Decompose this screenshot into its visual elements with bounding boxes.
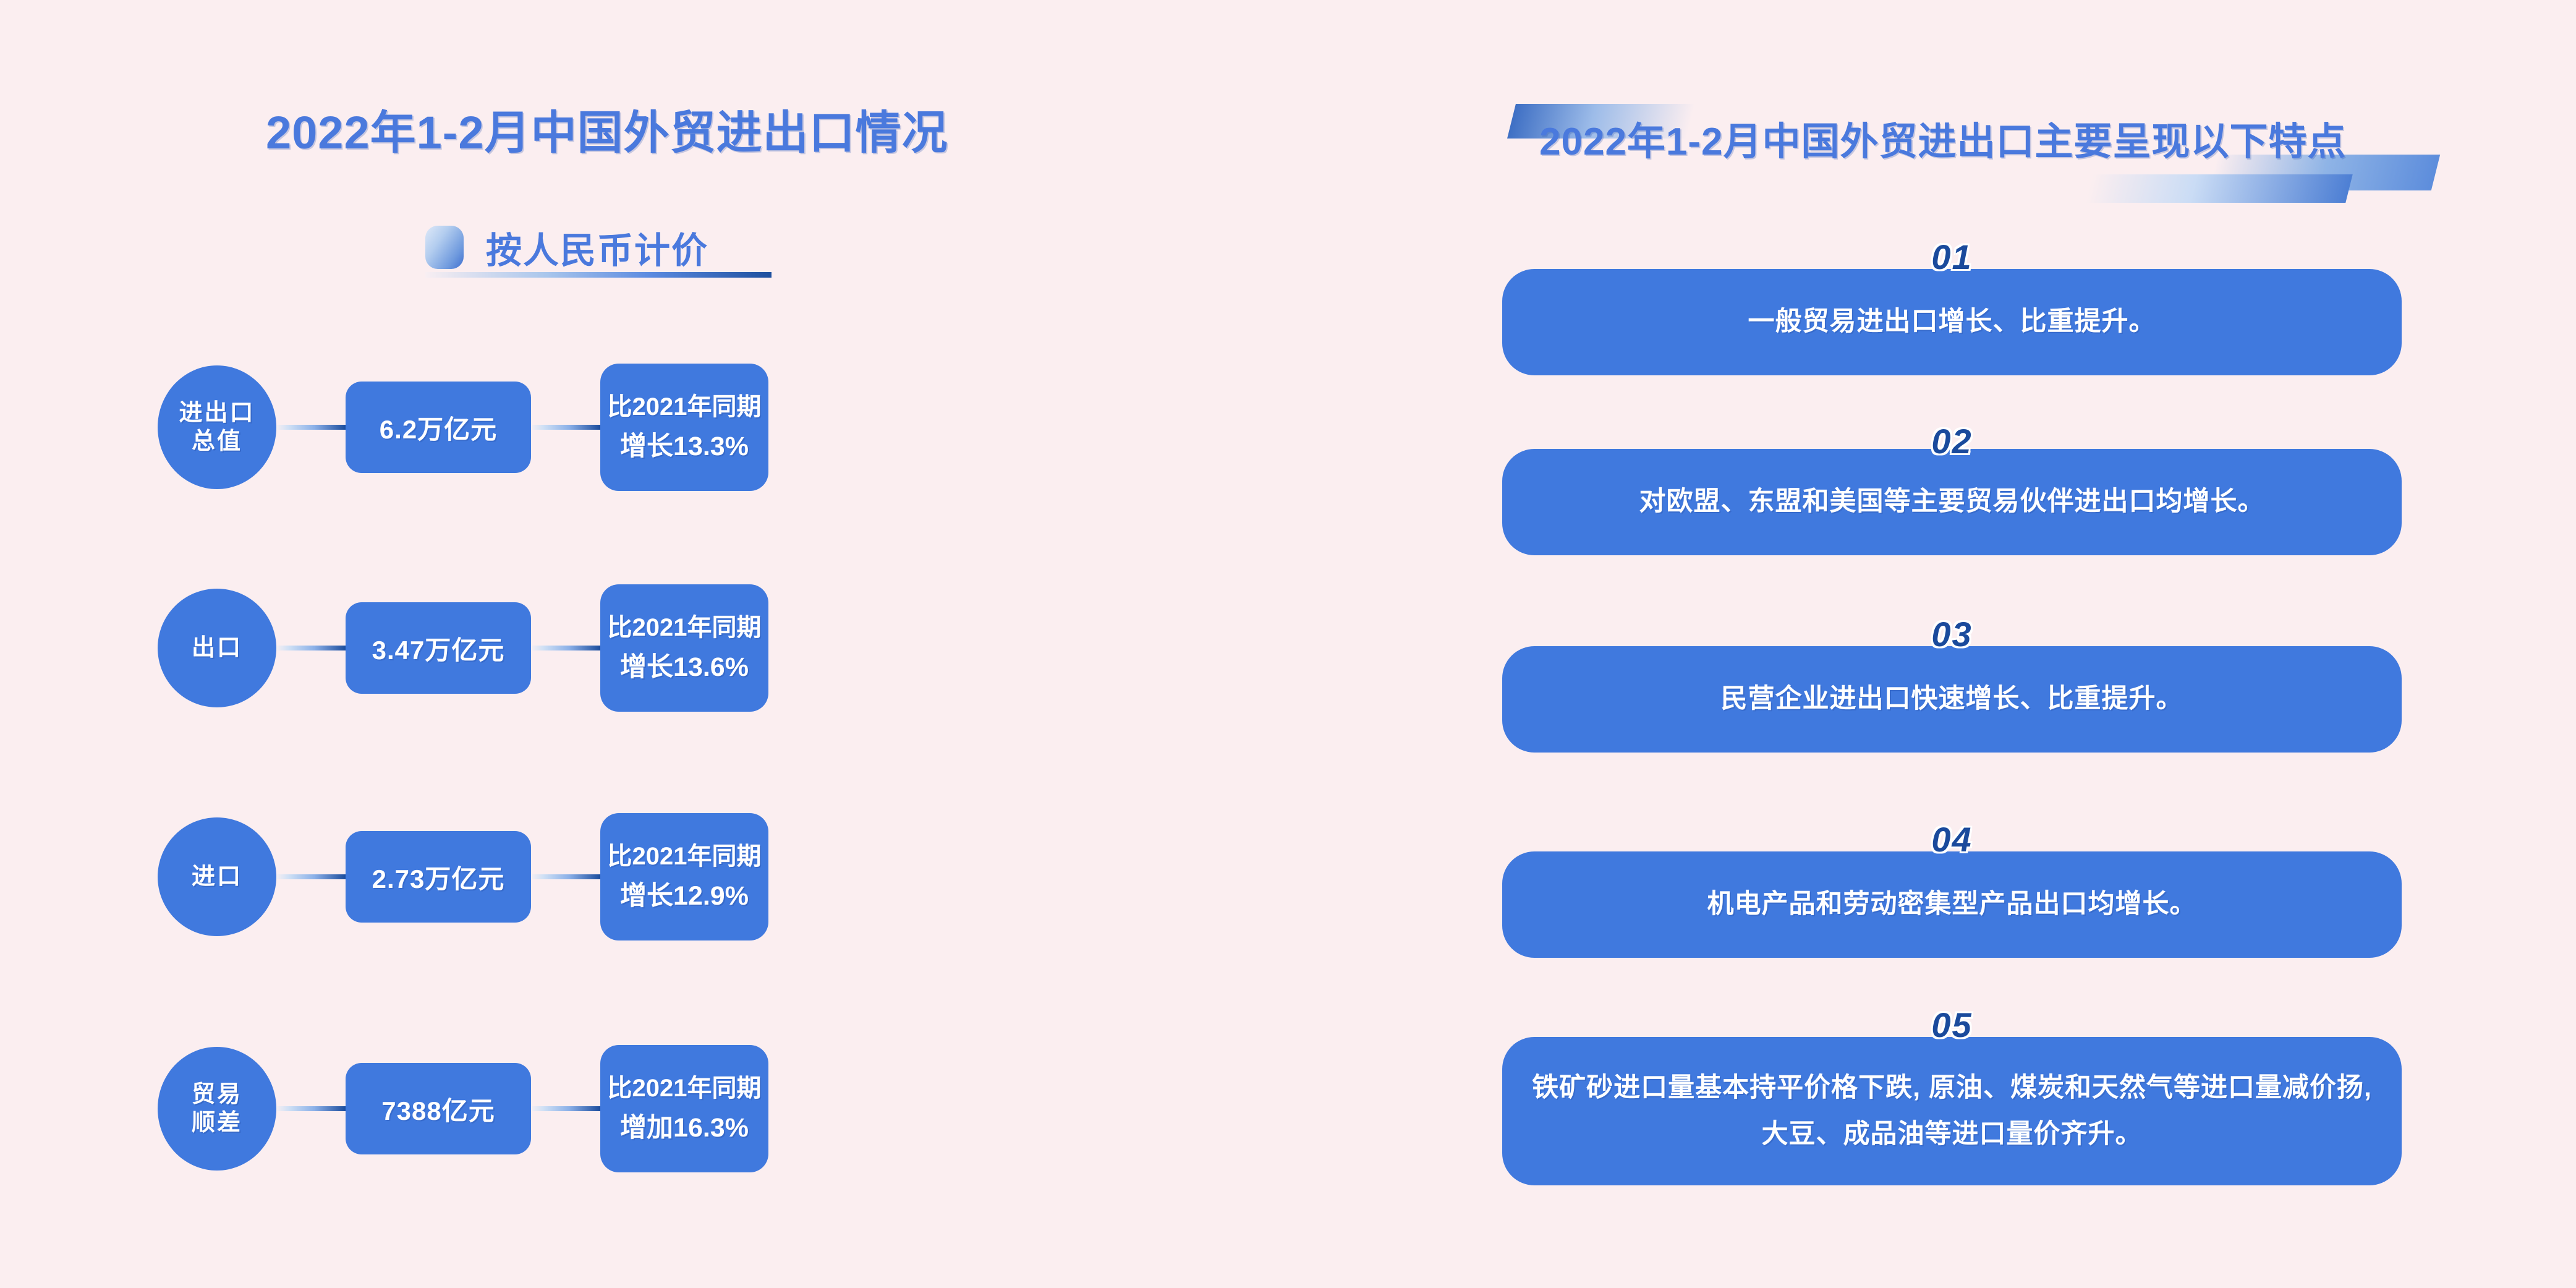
metric-growth-box: 比2021年同期 增长13.3% xyxy=(600,364,768,491)
metric-growth-box: 比2021年同期 增加16.3% xyxy=(600,1045,768,1172)
feature-text: 铁矿砂进口量基本持平价格下跌, 原油、煤炭和天然气等进口量减价扬, 大豆、成品油… xyxy=(1502,1037,2402,1185)
decorative-bar-right-lower-icon xyxy=(2086,174,2353,203)
connector-line xyxy=(276,1106,346,1111)
connector-line xyxy=(276,874,346,879)
growth-change-value: 增加16.3% xyxy=(620,1112,749,1143)
subtitle-label: 按人民币计价 xyxy=(486,231,709,271)
metric-label-line: 进出口 xyxy=(179,399,255,426)
connector-line xyxy=(276,646,346,650)
metric-label-circle: 出口 xyxy=(158,589,276,707)
connector-line xyxy=(276,425,346,430)
feature-text: 民营企业进出口快速增长、比重提升。 xyxy=(1502,646,2402,753)
metric-value-box: 2.73万亿元 xyxy=(346,831,531,923)
left-panel: 2022年1-2月中国外贸进出口情况 按人民币计价 进出口 总值 6.2万亿元 … xyxy=(158,107,948,1172)
feature-number: 05 xyxy=(1931,1005,1973,1044)
feature-number: 03 xyxy=(1931,615,1973,654)
growth-change-value: 增长12.9% xyxy=(620,881,749,911)
feature-number: 02 xyxy=(1931,422,1973,461)
metric-label-line: 顺差 xyxy=(191,1110,242,1136)
metric-label-line: 出口 xyxy=(191,634,242,661)
metric-row: 进出口 总值 6.2万亿元 比2021年同期 增长13.3% xyxy=(158,364,768,491)
features-title: 2022年1-2月中国外贸进出口主要呈现以下特点 xyxy=(1539,121,2347,163)
subtitle-group: 按人民币计价 xyxy=(425,221,708,273)
growth-compare-label: 比2021年同期 xyxy=(607,842,762,870)
metric-label-line: 进口 xyxy=(191,863,242,890)
metric-value-box: 3.47万亿元 xyxy=(346,602,531,694)
metric-row: 出口 3.47万亿元 比2021年同期 增长13.6% xyxy=(158,584,768,712)
growth-change-value: 增长13.3% xyxy=(620,431,749,461)
connector-line xyxy=(531,874,600,879)
feature-number: 01 xyxy=(1931,237,1973,276)
connector-line xyxy=(531,1106,600,1111)
metric-label-line: 总值 xyxy=(191,429,242,454)
growth-compare-label: 比2021年同期 xyxy=(607,393,762,420)
feature-text: 一般贸易进出口增长、比重提升。 xyxy=(1502,269,2402,375)
feature-text: 机电产品和劳动密集型产品出口均增长。 xyxy=(1502,851,2402,958)
metric-label-circle: 贸易 顺差 xyxy=(158,1047,276,1171)
metric-row: 进口 2.73万亿元 比2021年同期 增长12.9% xyxy=(158,813,768,940)
connector-line xyxy=(531,425,600,430)
metric-value-box: 7388亿元 xyxy=(346,1063,531,1154)
metric-label-circle: 进出口 总值 xyxy=(158,365,276,489)
growth-compare-label: 比2021年同期 xyxy=(607,1074,762,1102)
page-title: 2022年1-2月中国外贸进出口情况 xyxy=(266,107,948,158)
feature-number: 04 xyxy=(1931,820,1973,859)
growth-compare-label: 比2021年同期 xyxy=(607,613,762,641)
rounded-square-marker-icon xyxy=(425,226,464,269)
metric-label-circle: 进口 xyxy=(158,817,276,936)
feature-text: 对欧盟、东盟和美国等主要贸易伙伴进出口均增长。 xyxy=(1502,449,2402,555)
metric-value-box: 6.2万亿元 xyxy=(346,382,531,473)
metric-row: 贸易 顺差 7388亿元 比2021年同期 增加16.3% xyxy=(158,1045,768,1172)
growth-change-value: 增长13.6% xyxy=(620,652,749,682)
metric-growth-box: 比2021年同期 增长12.9% xyxy=(600,813,768,940)
subtitle-underline xyxy=(425,272,772,278)
metric-label-line: 贸易 xyxy=(191,1081,242,1107)
metric-growth-box: 比2021年同期 增长13.6% xyxy=(600,584,768,712)
connector-line xyxy=(531,646,600,650)
